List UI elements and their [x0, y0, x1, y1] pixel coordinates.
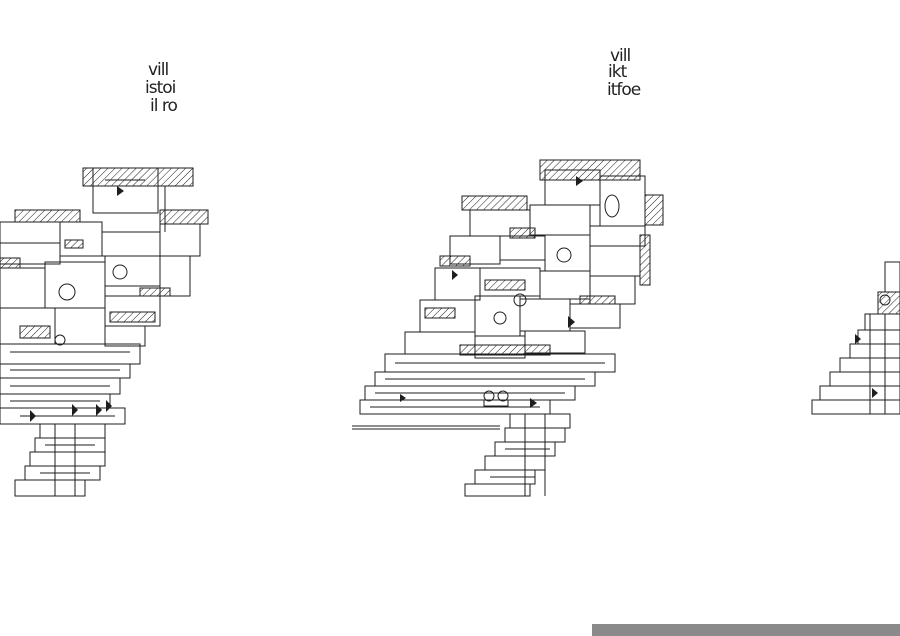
door-markers-left [30, 186, 124, 422]
plan-label-left: vill [148, 60, 169, 80]
bathroom-fixture-icon [483, 390, 509, 407]
triangle-door-icon [576, 176, 583, 186]
triangle-door-icon [452, 270, 458, 280]
triangle-door-icon [400, 394, 406, 402]
plan-label-left: istoi [145, 78, 176, 98]
door-markers-right [855, 334, 878, 398]
horizontal-scrollbar[interactable] [592, 624, 900, 636]
triangle-door-icon [872, 388, 878, 398]
door-markers-center [400, 176, 583, 408]
triangle-door-icon [72, 404, 78, 416]
triangle-door-icon [30, 410, 36, 422]
plan-label-right: itfoe [607, 80, 641, 100]
plan-label-right: ikt [608, 62, 627, 82]
plan-label-left: il ro [150, 96, 178, 116]
triangle-door-icon [530, 398, 537, 408]
floor-plan-center [352, 159, 664, 497]
floor-plan-right-partial [811, 261, 900, 415]
plan-label-right: vill [610, 46, 631, 66]
triangle-door-icon [855, 334, 861, 344]
triangle-door-icon [96, 404, 102, 416]
triangle-door-icon [106, 400, 112, 412]
triangle-door-icon [117, 186, 124, 196]
floor-plan-left [0, 167, 209, 497]
triangle-door-icon [568, 316, 575, 328]
